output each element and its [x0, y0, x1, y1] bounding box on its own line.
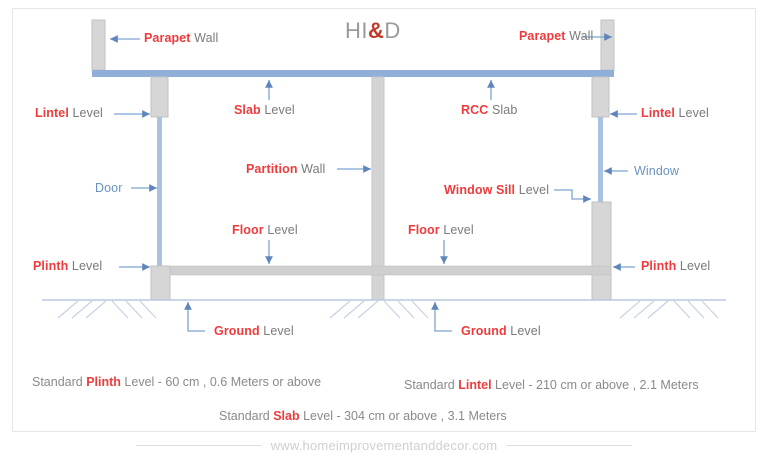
title-ampersand: &: [368, 18, 385, 43]
note-standard-lintel-level: Standard Lintel Level - 210 cm or above …: [404, 378, 699, 392]
note-slab-pre: Standard: [219, 409, 274, 423]
label-slab-level: Slab Level: [234, 104, 295, 117]
lintel-block-right-shape: [591, 76, 610, 118]
parapet-wall-left-shape: [91, 19, 106, 71]
label-floor-level-left-key: Floor: [232, 223, 264, 237]
label-floor-level-left-rest: Level: [263, 223, 298, 237]
label-floor-level-right-key: Floor: [408, 223, 440, 237]
label-ground-level-left-key: Ground: [214, 324, 260, 338]
label-floor-level-left: Floor Level: [232, 224, 298, 237]
label-plinth-level-left-rest: Level: [68, 259, 103, 273]
note-plinth-post: Level - 60 cm , 0.6 Meters or above: [120, 375, 322, 389]
label-lintel-level-left-key: Lintel: [35, 106, 69, 120]
label-plinth-level-left-key: Plinth: [33, 259, 69, 273]
footer-rule-right: [507, 445, 633, 446]
label-window: Window: [634, 165, 679, 178]
window-sill-block-shape: [591, 201, 612, 301]
label-slab-level-rest: Level: [260, 103, 295, 117]
note-standard-slab-level: Standard Slab Level - 304 cm or above , …: [219, 409, 507, 423]
leader-ground-level-left: [184, 302, 205, 332]
lintel-block-left-shape: [150, 76, 169, 118]
floor-plinth-slab-shape: [150, 265, 612, 276]
parapet-wall-right-shape: [600, 19, 615, 71]
label-plinth-level-right: Plinth Level: [641, 260, 710, 273]
ground-hatching-left: [57, 300, 157, 319]
label-parapet-wall-right-key: Parapet: [519, 29, 566, 43]
note-plinth-pre: Standard: [32, 375, 87, 389]
label-rcc-slab-rest: Slab: [488, 103, 518, 117]
title-prefix: HI: [345, 18, 368, 43]
label-rcc-slab: RCC Slab: [461, 104, 517, 117]
label-plinth-level-left: Plinth Level: [33, 260, 102, 273]
label-partition-wall-rest: Wall: [297, 162, 326, 176]
label-ground-level-left: Ground Level: [214, 325, 294, 338]
label-plinth-level-right-key: Plinth: [641, 259, 677, 273]
rcc-slab-shape: [92, 70, 614, 77]
note-lintel-post: Level - 210 cm or above , 2.1 Meters: [491, 378, 699, 392]
footer-url: www.homeimprovementanddecor.com: [270, 438, 498, 453]
label-partition-wall: Partition Wall: [246, 163, 325, 176]
label-ground-level-right: Ground Level: [461, 325, 541, 338]
label-ground-level-right-rest: Level: [506, 324, 541, 338]
door-line-shape: [157, 117, 162, 270]
label-lintel-level-right-rest: Level: [674, 106, 709, 120]
label-parapet-wall-right-rest: Wall: [565, 29, 594, 43]
window-line-shape: [598, 117, 603, 202]
label-slab-level-key: Slab: [234, 103, 261, 117]
label-plinth-level-right-rest: Level: [676, 259, 711, 273]
label-lintel-level-right-key: Lintel: [641, 106, 675, 120]
footer-rule-left: [135, 445, 261, 446]
label-parapet-wall-right: Parapet Wall: [519, 30, 593, 43]
label-lintel-level-right: Lintel Level: [641, 107, 709, 120]
note-lintel-pre: Standard: [404, 378, 459, 392]
label-partition-wall-key: Partition: [246, 162, 298, 176]
label-door: Door: [95, 182, 123, 195]
leader-ground-level-right: [431, 302, 452, 332]
ground-hatching-middle: [329, 300, 429, 319]
page-title: HI&D: [345, 18, 401, 44]
title-suffix: D: [384, 18, 401, 43]
label-parapet-wall-left-key: Parapet: [144, 31, 191, 45]
label-window-sill-level: Window Sill Level: [444, 184, 549, 197]
label-window-text: Window: [634, 164, 680, 178]
label-lintel-level-left: Lintel Level: [35, 107, 103, 120]
label-window-sill-level-rest: Level: [515, 183, 550, 197]
label-parapet-wall-left: Parapet Wall: [144, 32, 218, 45]
leader-window-sill-level: [554, 189, 591, 203]
note-slab-post: Level - 304 cm or above , 3.1 Meters: [299, 409, 507, 423]
label-lintel-level-left-rest: Level: [68, 106, 103, 120]
label-window-sill-level-key: Window Sill: [444, 183, 516, 197]
label-parapet-wall-left-rest: Wall: [190, 31, 219, 45]
note-lintel-key: Lintel: [458, 378, 492, 392]
ground-hatching-right: [619, 300, 719, 319]
note-standard-plinth-level: Standard Plinth Level - 60 cm , 0.6 Mete…: [32, 375, 321, 389]
footer: www.homeimprovementanddecor.com: [0, 438, 768, 453]
label-floor-level-right-rest: Level: [439, 223, 474, 237]
plinth-block-left-shape: [150, 265, 171, 301]
note-plinth-key: Plinth: [86, 375, 121, 389]
label-ground-level-left-rest: Level: [259, 324, 294, 338]
note-slab-key: Slab: [273, 409, 300, 423]
label-floor-level-right: Floor Level: [408, 224, 474, 237]
label-ground-level-right-key: Ground: [461, 324, 507, 338]
label-door-text: Door: [95, 181, 123, 195]
label-rcc-slab-key: RCC: [461, 103, 489, 117]
